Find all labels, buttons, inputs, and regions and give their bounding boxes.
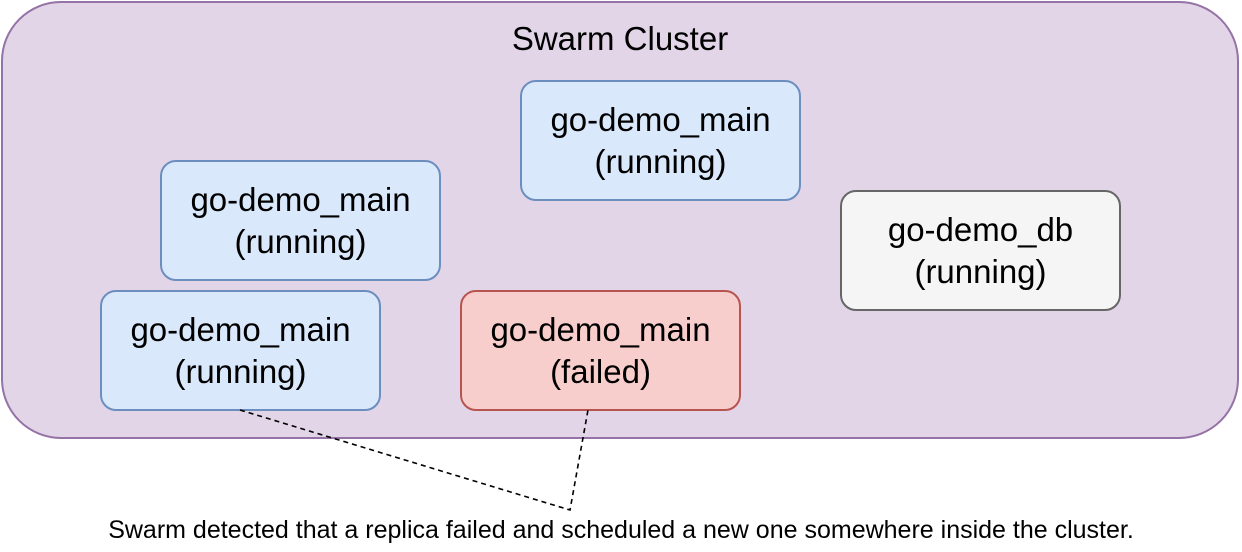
- node-name: go-demo_main: [490, 310, 711, 348]
- node-state: (failed): [550, 352, 651, 390]
- cluster-title: Swarm Cluster: [511, 20, 729, 57]
- node-name: go-demo_main: [190, 180, 411, 218]
- node-state: (running): [914, 252, 1047, 290]
- callout-dashed-line: [239, 409, 589, 512]
- service-node-main-new: go-demo_main (running): [100, 290, 381, 411]
- service-node-main-top: go-demo_main (running): [520, 80, 801, 201]
- service-node-main-failed: go-demo_main (failed): [460, 290, 741, 411]
- node-name: go-demo_db: [887, 210, 1074, 248]
- node-name: go-demo_main: [550, 100, 771, 138]
- node-name: go-demo_main: [130, 310, 351, 348]
- callout-note: Swarm detected that a replica failed and…: [108, 516, 1134, 544]
- service-node-db: go-demo_db (running): [840, 190, 1121, 311]
- node-state: (running): [594, 142, 727, 180]
- node-state: (running): [174, 352, 307, 390]
- service-node-main-left: go-demo_main (running): [160, 160, 441, 281]
- node-state: (running): [234, 222, 367, 260]
